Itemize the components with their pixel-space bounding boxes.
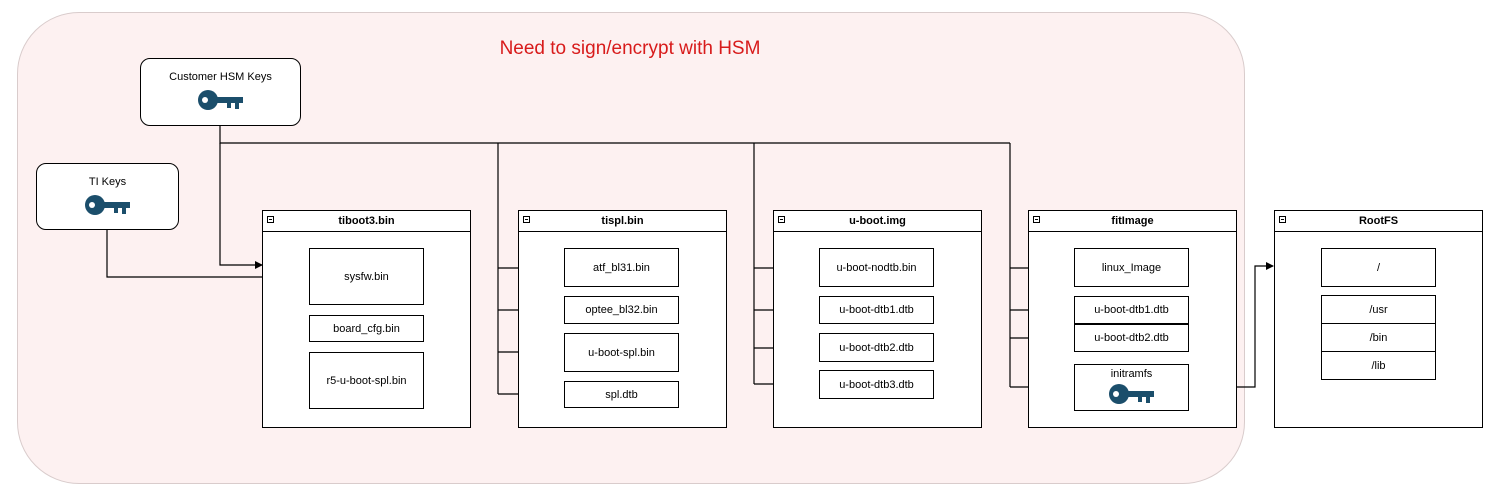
linux-image-item: linux_Image [1074, 248, 1189, 287]
fit-dtb1-item: u-boot-dtb1.dtb [1074, 296, 1189, 324]
key-icon [197, 90, 243, 110]
uboot-header: u-boot.img [774, 211, 981, 232]
tispl-header: tispl.bin [519, 211, 726, 232]
sysfw-item: sysfw.bin [309, 248, 424, 305]
atf-bl31-item: atf_bl31.bin [564, 248, 679, 287]
optee-bl32-item: optee_bl32.bin [564, 296, 679, 324]
key-icon [1108, 384, 1154, 404]
collapse-icon[interactable] [523, 216, 530, 223]
region-title: Need to sign/encrypt with HSM [499, 38, 761, 59]
customer-hsm-keys-label: Customer HSM Keys [169, 71, 272, 83]
uboot-nodtb-item: u-boot-nodtb.bin [819, 248, 934, 287]
spl-dtb-item: spl.dtb [564, 381, 679, 408]
tiboot3-title: tiboot3.bin [338, 215, 395, 227]
tispl-title: tispl.bin [601, 215, 644, 227]
initramfs-item: initramfs [1074, 364, 1189, 411]
rootfs-bin-item: /bin [1321, 323, 1436, 352]
uboot-dtb2-item: u-boot-dtb2.dtb [819, 333, 934, 362]
key-icon [84, 195, 130, 215]
rootfs-root-item: / [1321, 248, 1436, 287]
board-cfg-item: board_cfg.bin [309, 315, 424, 342]
collapse-icon[interactable] [1279, 216, 1286, 223]
uboot-dtb1-item: u-boot-dtb1.dtb [819, 296, 934, 324]
fitimage-header: fitImage [1029, 211, 1236, 232]
tiboot3-header: tiboot3.bin [263, 211, 470, 232]
customer-hsm-keys-box: Customer HSM Keys [140, 58, 301, 126]
fit-dtb2-item: u-boot-dtb2.dtb [1074, 324, 1189, 352]
collapse-icon[interactable] [267, 216, 274, 223]
uboot-spl-item: u-boot-spl.bin [564, 333, 679, 372]
rootfs-lib-item: /lib [1321, 351, 1436, 380]
ti-keys-box: TI Keys [36, 163, 179, 230]
rootfs-header: RootFS [1275, 211, 1482, 232]
collapse-icon[interactable] [1033, 216, 1040, 223]
initramfs-label: initramfs [1110, 368, 1153, 380]
uboot-dtb3-item: u-boot-dtb3.dtb [819, 370, 934, 399]
rootfs-title: RootFS [1358, 215, 1399, 227]
uboot-title: u-boot.img [849, 215, 906, 227]
r5-uboot-spl-item: r5-u-boot-spl.bin [309, 352, 424, 409]
rootfs-usr-item: /usr [1321, 295, 1436, 324]
ti-keys-label: TI Keys [88, 176, 127, 188]
fitimage-title: fitImage [1111, 215, 1154, 227]
collapse-icon[interactable] [778, 216, 785, 223]
